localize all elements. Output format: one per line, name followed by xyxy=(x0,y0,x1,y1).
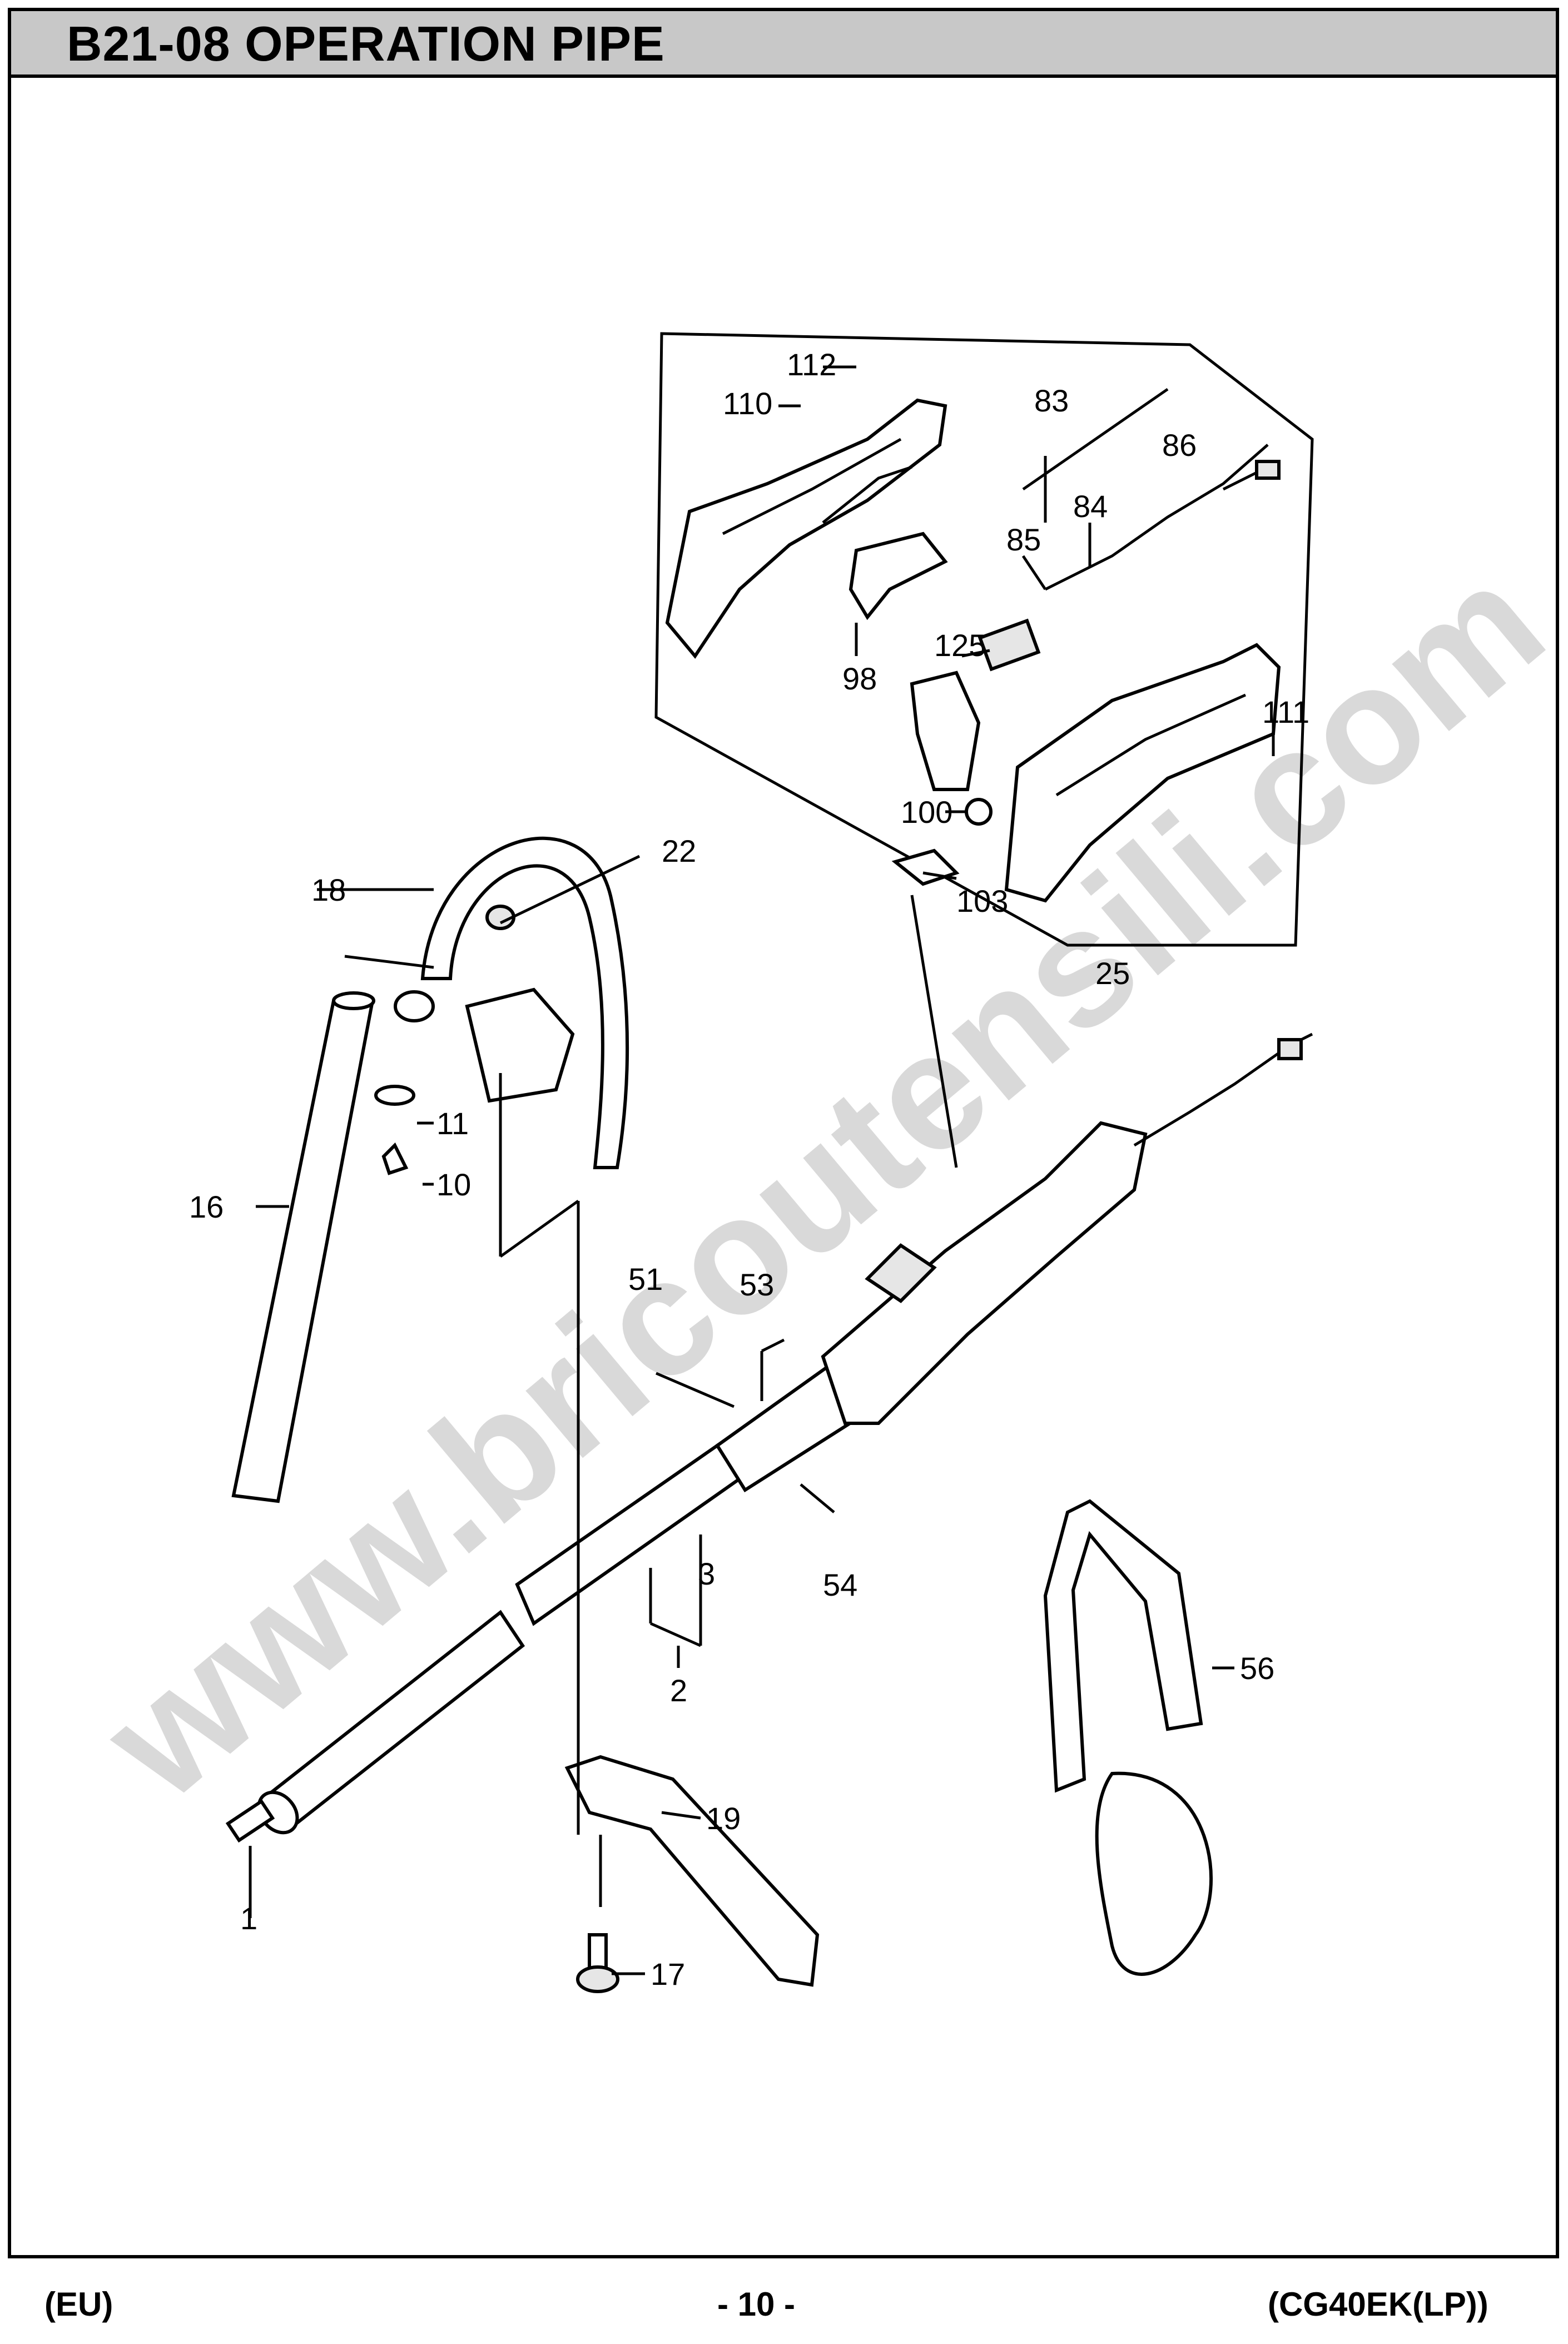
page-frame: B21-08 OPERATION PIPE xyxy=(8,8,1559,2258)
barrier-bar xyxy=(564,1755,820,1993)
label-84: 84 xyxy=(1073,489,1108,524)
footer-page-number: - 10 - xyxy=(717,2286,796,2323)
shoulder-harness xyxy=(1043,1499,1213,1976)
label-18: 18 xyxy=(311,872,346,907)
inset-outline xyxy=(654,332,1314,947)
main-pipe xyxy=(225,1359,870,1843)
label-98: 98 xyxy=(842,661,877,696)
title-bar: B21-08 OPERATION PIPE xyxy=(11,11,1556,78)
label-51: 51 xyxy=(628,1262,663,1297)
label-125: 125 xyxy=(934,628,986,663)
label-112: 112 xyxy=(787,347,836,382)
label-103: 103 xyxy=(956,883,1008,918)
label-110: 110 xyxy=(723,386,772,421)
label-19: 19 xyxy=(706,1801,741,1836)
footer-region: (EU) xyxy=(44,2286,113,2323)
label-111: 111 xyxy=(1262,694,1309,729)
trigger-parts xyxy=(848,532,1041,886)
label-22: 22 xyxy=(662,833,696,868)
label-100: 100 xyxy=(901,794,952,830)
label-11: 11 xyxy=(436,1106,469,1141)
label-16: 16 xyxy=(189,1189,224,1224)
label-10: 10 xyxy=(436,1167,471,1202)
exploded-parts-diagram: www.bricoutensili.com xyxy=(68,332,1568,1993)
label-54: 54 xyxy=(823,1567,857,1602)
footer-model: (CG40EK(LP)) xyxy=(1268,2286,1488,2323)
label-3: 3 xyxy=(698,1556,715,1591)
handle-housing-left xyxy=(665,398,947,659)
part-labels: 1 2 3 10 11 16 17 18 19 22 25 51 53 54 5… xyxy=(189,347,1309,1992)
label-83: 83 xyxy=(1034,383,1069,418)
label-2: 2 xyxy=(670,1673,687,1708)
page-title: B21-08 OPERATION PIPE xyxy=(67,16,665,71)
label-25: 25 xyxy=(1095,956,1130,991)
label-85: 85 xyxy=(1006,522,1041,557)
label-17: 17 xyxy=(651,1956,685,1992)
front-handle-loop xyxy=(374,836,629,1175)
watermark: www.bricoutensili.com xyxy=(68,528,1568,1836)
grip-sleeve xyxy=(231,991,375,1503)
leader-lines xyxy=(249,365,1275,1975)
label-1: 1 xyxy=(240,1901,257,1936)
label-53: 53 xyxy=(740,1267,774,1302)
label-86: 86 xyxy=(1162,428,1197,463)
label-56: 56 xyxy=(1240,1651,1274,1686)
handle-assembly xyxy=(821,1032,1313,1425)
